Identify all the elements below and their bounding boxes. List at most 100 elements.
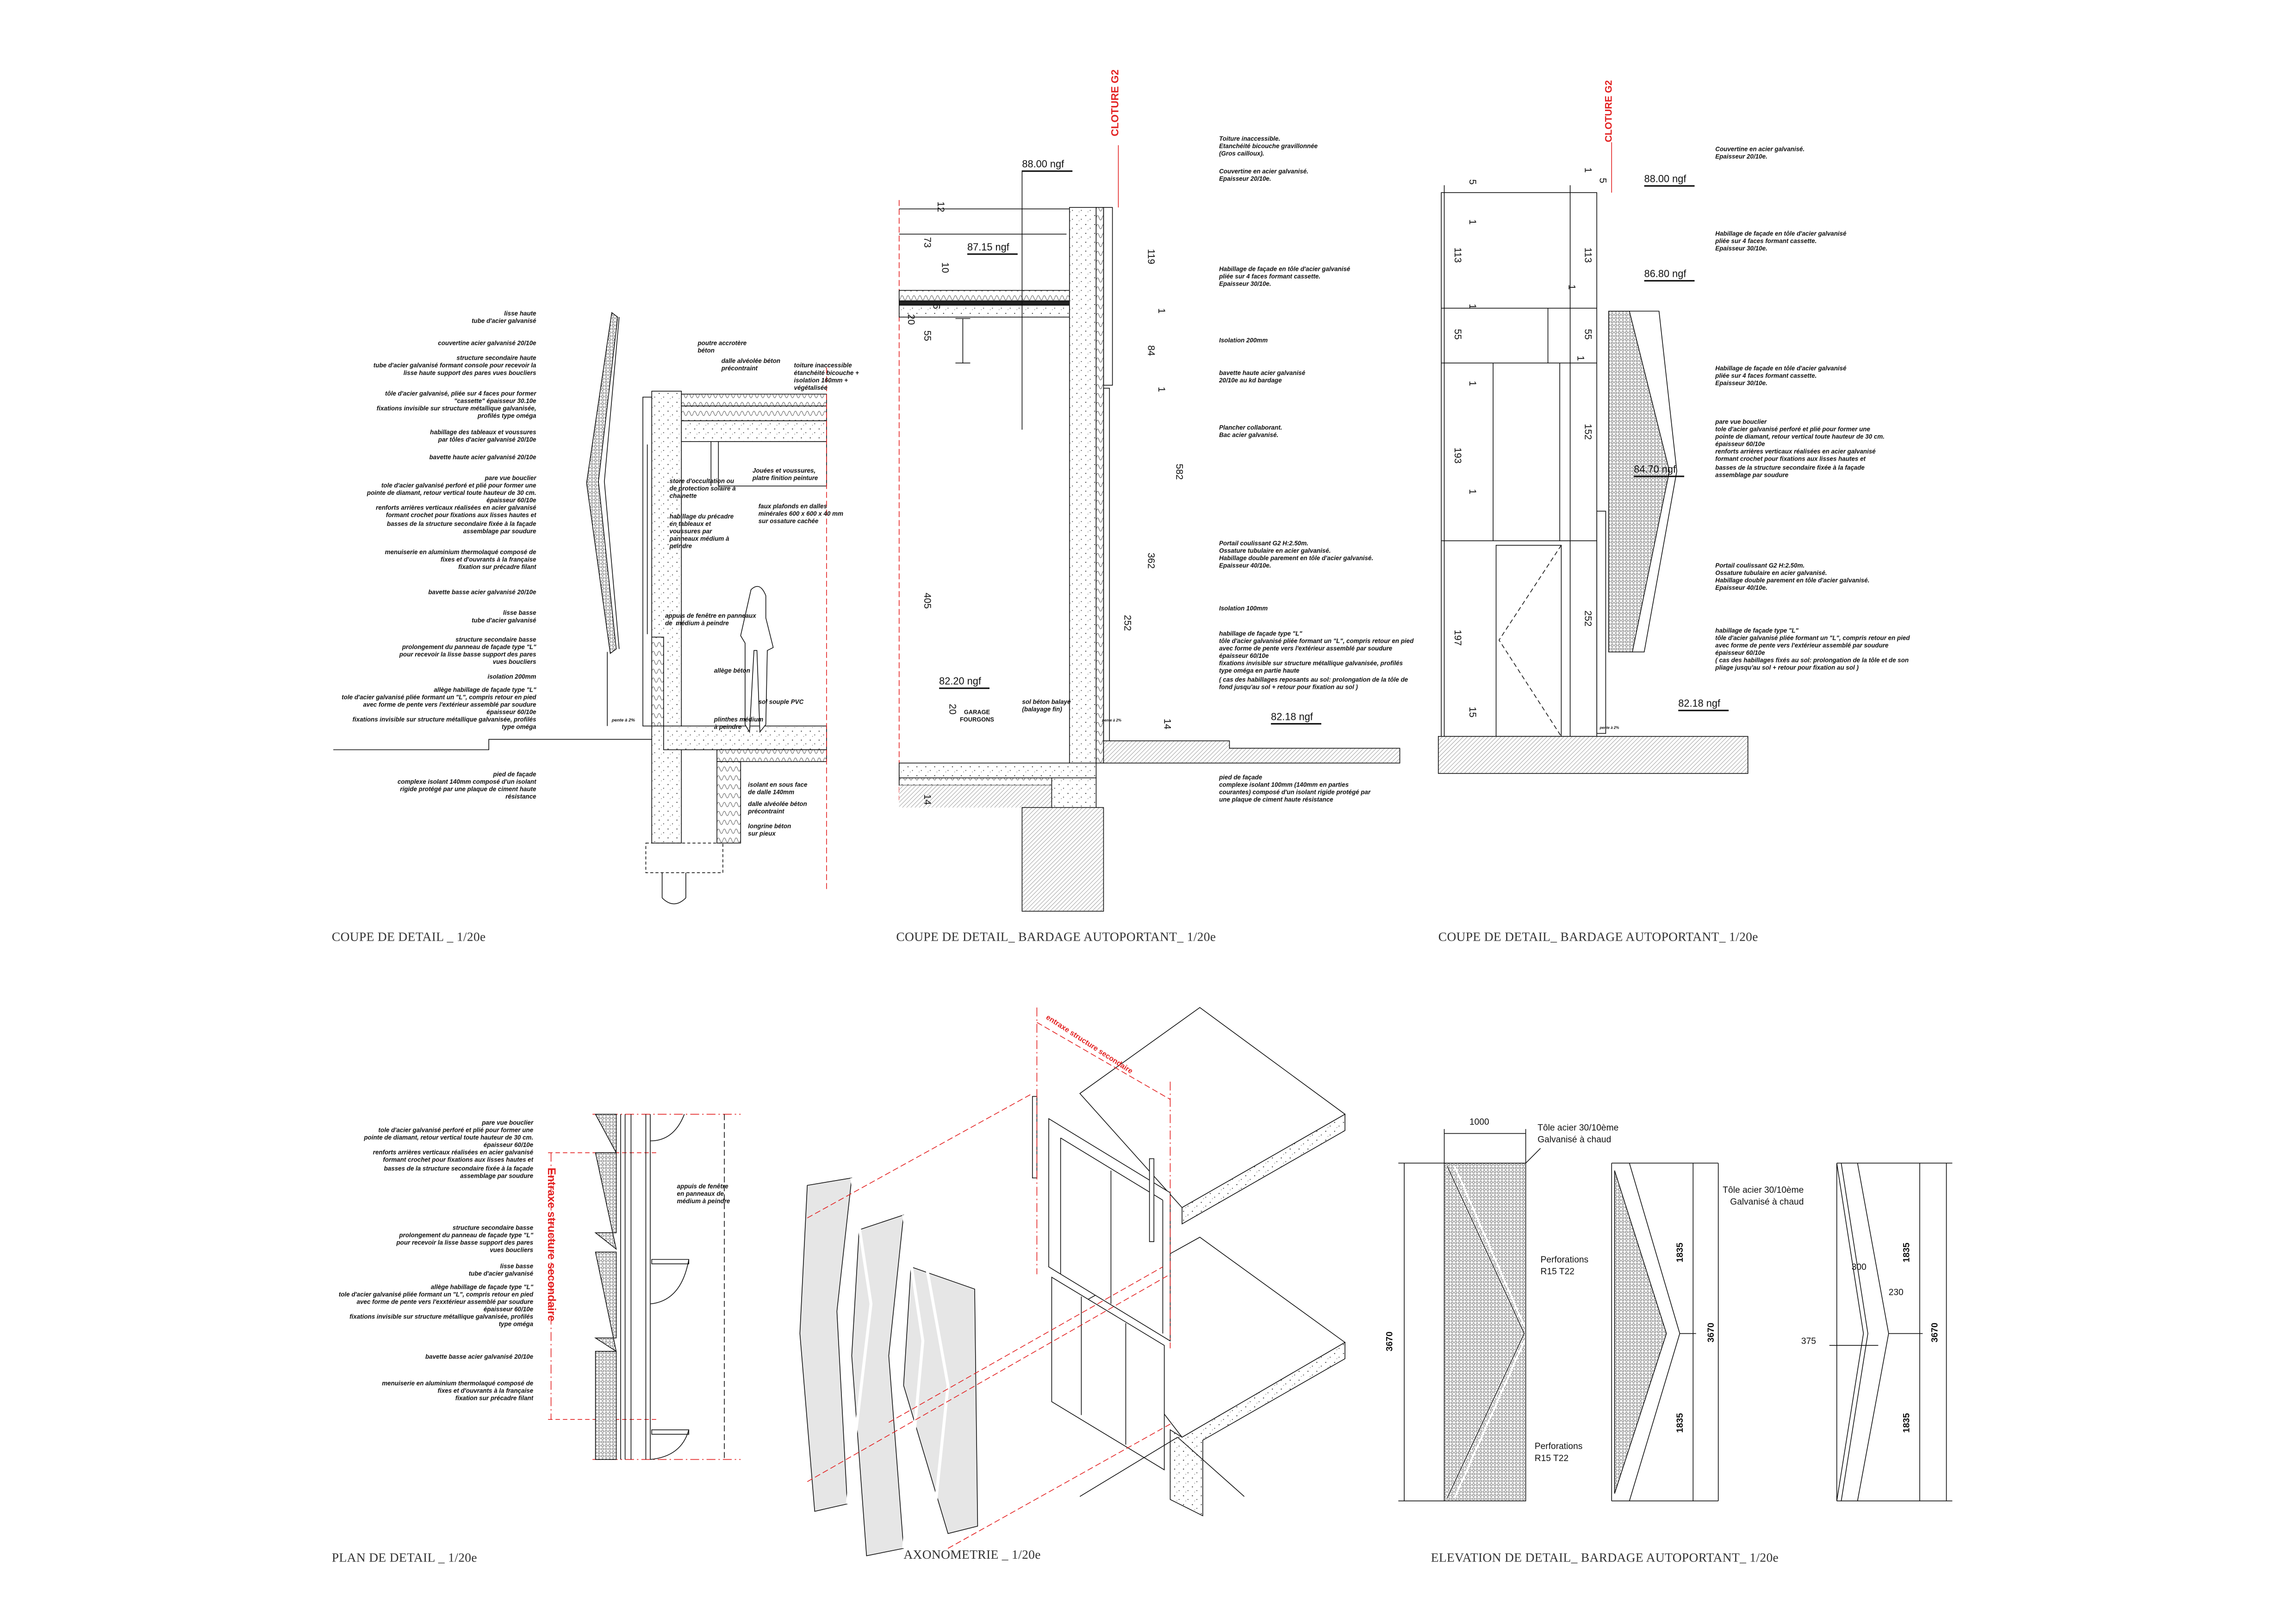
title-plan-detail: PLAN DE DETAIL _ 1/20e	[331, 1549, 477, 1565]
half-dimension: 1835	[1677, 1243, 1686, 1262]
title-coupe-detail: COUPE DE DETAIL _ 1/20e	[331, 929, 486, 944]
section1-annotation: dalle alvéolée béton précontraint	[721, 357, 781, 372]
dimension-label: 1	[1466, 381, 1477, 387]
title-coupe-bardage-1: COUPE DE DETAIL_ BARDAGE AUTOPORTANT_ 1/…	[896, 929, 1216, 944]
level-82-18: 82.18 ngf	[1678, 700, 1730, 712]
section1-annotation: poutre accrotère béton	[697, 339, 747, 355]
level-88-00: 88.00 ngf	[1022, 160, 1073, 172]
perforations-note: Perforations R15 T22	[1540, 1256, 1589, 1277]
title-coupe-bardage-2: COUPE DE DETAIL_ BARDAGE AUTOPORTANT_ 1/…	[1438, 929, 1758, 944]
dimension-label: 1	[1466, 489, 1477, 494]
dimension-label: 10	[939, 262, 950, 273]
section2-annotation: Couvertine en acier galvanisé. Epaisseur…	[1219, 167, 1309, 182]
section1-annotation: pare vue bouclier tole d'acier galvanisé…	[367, 474, 536, 535]
section1-annotation: bavette haute acier galvanisé 20/10e	[429, 453, 536, 461]
dimension-label: 20	[946, 704, 957, 715]
dimension-label: 113	[1582, 247, 1593, 263]
section1-annotation: lisse haute tube d'acier galvanisé	[472, 309, 536, 325]
section1-annotation: structure secondaire basse prolongement …	[399, 636, 536, 666]
section2-annotation: Plancher collaborant. Bac acier galvanis…	[1219, 424, 1282, 439]
section3-annotation: Couvertine en acier galvanisé. Epaisseur…	[1715, 145, 1805, 160]
dimension-label: 5	[930, 304, 941, 309]
title-axonometrie: AXONOMETRIE _ 1/20e	[903, 1547, 1041, 1562]
dimension-label: 20	[905, 314, 915, 325]
section1-annotation: menuiserie en aluminium thermolaqué comp…	[385, 548, 536, 571]
fold-dimension-230: 230	[1888, 1289, 1904, 1298]
level-84-70: 84.70 ngf	[1634, 465, 1685, 477]
section2-annotation: bavette haute acier galvanisé 20/10e au …	[1219, 369, 1306, 384]
garage-label: GARAGE FOURGONS	[959, 708, 995, 724]
section1-annotation: couvertine acier galvanisé 20/10e	[438, 339, 536, 347]
section1-annotation: habillage des tableaux et voussures par …	[430, 428, 536, 443]
height-dimension: 3670	[1386, 1331, 1395, 1351]
section1-annotation: Jouées et voussures, platre finition pei…	[752, 467, 818, 482]
floor-note: sol béton balayé (balayage fin)	[1022, 698, 1071, 713]
dimension-label: 197	[1451, 630, 1462, 646]
plan-annotation: structure secondaire basse prolongement …	[396, 1224, 534, 1254]
plan-annotation: menuiserie en aluminium thermolaqué comp…	[382, 1379, 534, 1402]
section1-annotation: habillage du précadre en tableaux et vou…	[669, 512, 734, 550]
dimension-label: 1	[1155, 387, 1166, 392]
half-dimension: 1835	[1903, 1413, 1912, 1433]
dimension-label: 1	[1466, 219, 1477, 225]
section1-annotation: dalle alvéolée béton précontraint	[748, 800, 807, 815]
section1-annotation: isolant en sous face de dalle 140mm	[748, 781, 808, 796]
half-dimension: 1835	[1677, 1413, 1686, 1433]
dimension-label: 12	[934, 201, 945, 212]
section3-annotation: Portail coulissant G2 H:2.50m. Ossature …	[1715, 562, 1870, 592]
plan-detail	[548, 1114, 741, 1460]
dimension-label: 252	[1582, 610, 1593, 627]
section1-annotation: sol souple PVC	[758, 698, 804, 706]
dimension-label: 1	[1466, 304, 1477, 309]
dimension-label: 5	[1466, 179, 1477, 185]
dimension-label: 84	[1145, 345, 1156, 356]
section1-annotation: bavette basse acier galvanisé 20/10e	[428, 588, 536, 596]
section2-annotation: Portail coulissant G2 H:2.50m. Ossature …	[1219, 539, 1374, 569]
section3-annotation: Habillage de façade en tôle d'acier galv…	[1715, 364, 1847, 387]
dimension-label: 14	[1161, 718, 1172, 730]
height-dimension: 3670	[1708, 1322, 1717, 1343]
level-82-20: 82.20 ngf	[939, 677, 990, 689]
section2-annotation: Isolation 200mm	[1219, 336, 1268, 344]
section-bardage-autoportant-1	[898, 145, 1400, 912]
cloture-g2-label: CLOTURE G2	[1604, 80, 1615, 143]
section1-annotation: allège habillage de façade type "L" tole…	[342, 686, 536, 731]
section1-annotation: tôle d'acier galvanisé, pliée sur 4 face…	[376, 389, 536, 420]
section2-annotation: habillage de façade type "L" tôle d'acie…	[1219, 630, 1414, 690]
dimension-label: 55	[921, 330, 932, 341]
section2-annotation: Habillage de façade en tôle d'acier galv…	[1219, 265, 1350, 288]
dimension-label: 55	[1451, 329, 1462, 340]
level-88-00: 88.00 ngf	[1644, 175, 1695, 187]
plan-note-appuis: appuis de fenêtre en panneaux de médium …	[677, 1182, 730, 1205]
section1-annotation: store d'occultation ou de protection sol…	[669, 477, 736, 500]
section1-annotation: faux plafonds en dalles minérales 600 x …	[758, 502, 844, 525]
section3-annotation: Habillage de façade en tôle d'acier galv…	[1715, 230, 1847, 252]
section1-annotation: lisse basse tube d'acier galvanisé	[472, 609, 536, 624]
dimension-label: 362	[1145, 552, 1156, 569]
slope-note: pente à 2%	[1599, 726, 1619, 731]
section1-annotation: toiture inaccessible étanchéité bicouche…	[794, 361, 859, 392]
section2-annotation: Toiture inaccessible. Etanchéité bicouch…	[1219, 135, 1318, 157]
plan-annotation: allège habillage de façade type "L" tole…	[338, 1283, 534, 1329]
section1-annotation: structure secondaire haute tube d'acier …	[373, 354, 536, 377]
section1-annotation: pied de façade complexe isolant 140mm co…	[397, 770, 536, 801]
dimension-label: 14	[921, 794, 932, 805]
section3-annotation: habillage de façade type "L" tôle d'acie…	[1715, 626, 1910, 672]
fold-dimension-300: 300	[1851, 1264, 1867, 1273]
dimension-label: 152	[1582, 424, 1593, 440]
dimension-label: 1	[1155, 308, 1166, 314]
dimension-label: 582	[1173, 463, 1184, 480]
dimension-label: 252	[1121, 615, 1132, 631]
perforations-note: Perforations R15 T22	[1534, 1443, 1583, 1463]
dimension-label: 15	[1466, 706, 1477, 718]
section1-annotation: plinthes médium à peindre	[714, 715, 764, 731]
section2-annotation: Isolation 100mm	[1219, 604, 1268, 612]
dimension-label: 113	[1451, 247, 1462, 263]
title-elevation-detail: ELEVATION DE DETAIL_ BARDAGE AUTOPORTANT…	[1431, 1549, 1779, 1565]
plan-annotation: lisse basse tube d'acier galvanisé	[468, 1262, 534, 1278]
tole-note: Tôle acier 30/10ème Galvanisé à chaud	[1723, 1187, 1804, 1207]
dimension-label: 55	[1582, 329, 1593, 340]
width-dimension: 1000	[1469, 1118, 1489, 1128]
